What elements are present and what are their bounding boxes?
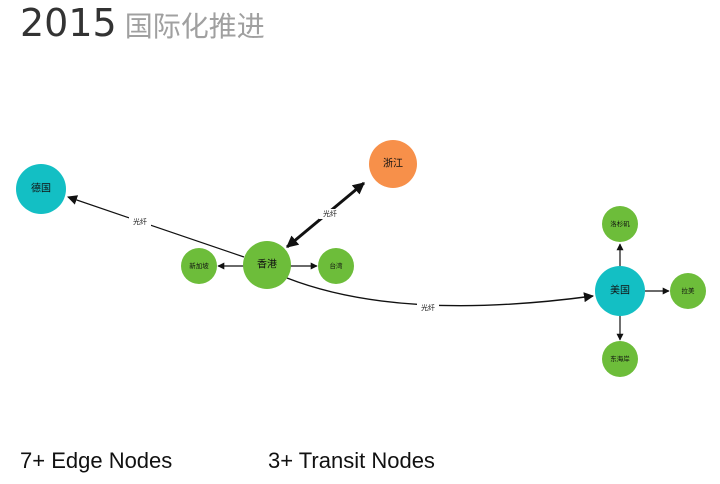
- node-zhejiang: 浙江: [369, 140, 417, 188]
- node-usa: 美国: [595, 266, 645, 316]
- node-germany: 德国: [16, 164, 66, 214]
- edge-nodes-count: 7+ Edge Nodes: [20, 448, 173, 473]
- node-singapore: 新加坡: [181, 248, 217, 284]
- edge-label-bg: [129, 217, 151, 227]
- node-label-taiwan: 台湾: [330, 261, 344, 270]
- node-east-coast: 东海岸: [602, 341, 638, 377]
- edge-label-bg: [319, 209, 341, 219]
- title-subtitle: 国际化推进: [124, 10, 265, 43]
- node-label-germany: 德国: [31, 182, 51, 195]
- node-hongkong: 香港: [243, 241, 291, 289]
- node-latin-america: 拉美: [670, 273, 706, 309]
- node-label-zhejiang: 浙江: [383, 158, 403, 170]
- node-label-latin-america: 拉美: [682, 286, 696, 295]
- edge-label-hongkong-germany: 光纤: [133, 217, 147, 226]
- title-year: 2015: [20, 1, 117, 45]
- node-label-usa: 美国: [610, 284, 630, 297]
- edge-label-hongkong-zhejiang: 光纤: [323, 209, 337, 218]
- node-label-east-coast: 东海岸: [610, 354, 630, 363]
- transit-nodes-count: 3+ Transit Nodes: [268, 448, 435, 473]
- node-label-los-angeles: 洛杉矶: [610, 219, 630, 228]
- edge-label-bg: [417, 303, 439, 313]
- node-taiwan: 台湾: [318, 248, 354, 284]
- edge-hongkong-germany: [67, 195, 245, 258]
- node-los-angeles: 洛杉矶: [602, 206, 638, 242]
- node-label-hongkong: 香港: [257, 259, 277, 271]
- node-label-singapore: 新加坡: [189, 261, 209, 270]
- edge-label-hongkong-usa: 光纤: [421, 303, 435, 312]
